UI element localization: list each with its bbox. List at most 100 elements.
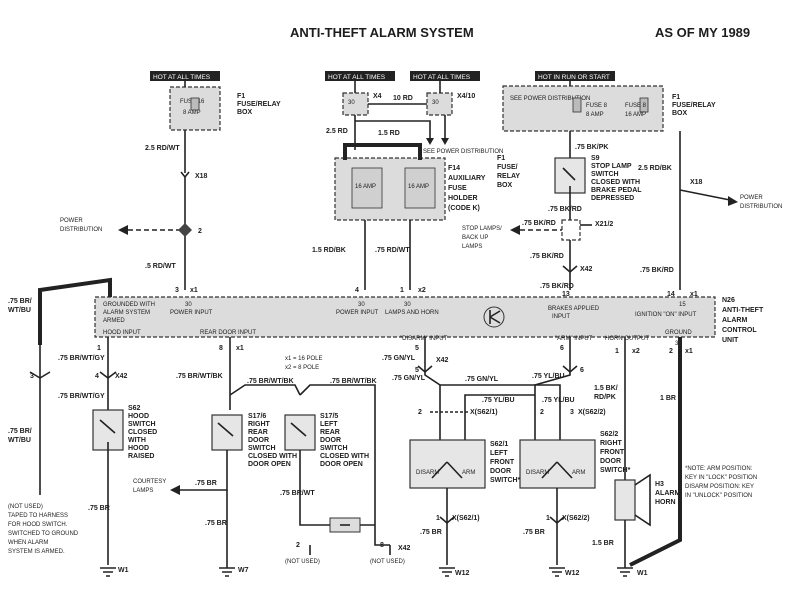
wire-label-.75bkpk: .75 BK/PK (575, 144, 608, 151)
x42-mark-brake (562, 265, 578, 274)
wire-lr-door-loop (299, 384, 390, 546)
lr-door-l5: CLOSED WITH (320, 453, 369, 460)
wire-label-brwt-a2: WT/BU (8, 307, 31, 314)
cu-ground-pin-2: 2 (669, 348, 673, 355)
lf-door-l3: DOOR (490, 468, 511, 475)
rr-door-l1: RIGHT (248, 421, 271, 428)
wire-label-br-hood: .75 BR (88, 505, 110, 512)
wire-hot-x4 (354, 81, 441, 93)
courtesy-2: LAMPS (133, 488, 153, 494)
rr-door-switch (211, 414, 243, 451)
wire-label-brwt-b: .75 BR/ (8, 428, 32, 435)
not-used-note-5: WHEN ALARM (8, 540, 48, 546)
power-dist-right-1: POWER (740, 195, 763, 201)
conn-x4: X4 (373, 93, 382, 100)
lf-door-switch (409, 439, 486, 489)
wire-label-ylbu-a: .75 YL/BU (532, 373, 565, 380)
wire-label-2.5rdbk: 2.5 RD/BK (638, 165, 672, 172)
conn-x42-c: X42 (398, 545, 411, 552)
fuse-16-box (169, 86, 221, 131)
hood-l4: WITH (128, 437, 146, 444)
conn-xs62-2-b: X(S62/2) (562, 515, 590, 522)
fuse-relay-label-left: FUSE/RELAY (237, 101, 281, 108)
wire-label-ylbu-c: .75 YL/BU (542, 397, 575, 404)
wire-label-brwt-a: .75 BR/ (8, 298, 32, 305)
box-label-aux: BOX (497, 182, 513, 189)
conn-xs62-1-b: X(S62/1) (452, 515, 480, 522)
rf-pin-2: 2 (540, 409, 544, 416)
ground-w12-left: W12 (455, 570, 470, 577)
rf-door-l1: RIGHT (600, 440, 623, 447)
wire-label-br-rf: .75 BR (523, 529, 545, 536)
fuse-8-label: FUSE 8 (586, 103, 608, 109)
rf-arm: ARM (572, 470, 585, 476)
pole-note-2: x2 = 8 POLE (285, 365, 319, 371)
rear-pin-8: 8 (219, 345, 223, 352)
splice-diamond (178, 223, 192, 237)
rf-pin-1: 1 (546, 515, 550, 522)
fuse-8-amp: 8 AMP (586, 112, 604, 118)
lr-door-l4: SWITCH (320, 445, 348, 452)
rr-door-l3: DOOR (248, 437, 269, 444)
wire-armed-ground (38, 277, 112, 345)
cu-brakes-applied: BRAKES APPLIED (548, 306, 600, 312)
hood-x42-pin-4: 4 (95, 373, 99, 380)
cu-transistor-legs (489, 310, 501, 324)
wire-label-1.5rdbk: 1.5 RD/BK (312, 247, 346, 254)
hood-l5: HOOD (128, 445, 149, 452)
hot-banner-3 (410, 71, 480, 81)
aux-label: AUXILIARY (448, 175, 486, 182)
cu-ignition-on: IGNITION "ON" INPUT (635, 312, 697, 318)
diagram-title: ANTI-THEFT ALARM SYSTEM (290, 25, 474, 40)
pin-1-top: 1 (400, 287, 404, 294)
stop-lamps-3: LAMPS (462, 244, 482, 250)
f1-label-right: F1 (672, 94, 680, 101)
rf-pin-3: 3 (570, 409, 574, 416)
note-line-3: DISARM POSITION: KEY (685, 484, 754, 490)
hot-banner-2 (325, 71, 395, 81)
fuse-relay-label-right: FUSE/RELAY (672, 102, 716, 109)
wire-label-.75rdwt: .75 RD/WT (375, 247, 410, 254)
rr-door-contact (217, 422, 234, 437)
horn-pin-1: 1 (615, 348, 619, 355)
rf-door-l2: FRONT (600, 449, 625, 456)
hot-in-run-banner (535, 71, 615, 81)
wire-lr-down (299, 450, 320, 526)
conn-x18-left: X18 (195, 173, 208, 180)
conn-xs62-2-a: X(S62/2) (578, 409, 606, 416)
ground-w12-right: W12 (565, 570, 580, 577)
cu-x1-a: x1 (190, 287, 198, 294)
wire-label-2.5rd: 2.5 RD (326, 128, 348, 135)
lr-pin-2: 2 (296, 542, 300, 549)
horn-l2: HORN (655, 499, 676, 506)
ground-w12-left-symbol (439, 567, 455, 577)
f1-label-aux: F1 (497, 155, 505, 162)
arrow-see-pd-1 (426, 138, 434, 145)
cu-line-1: ANTI-THEFT (722, 307, 764, 314)
terminal-x4-block (342, 92, 369, 116)
conn-xs62-1-a: X(S62/1) (470, 409, 498, 416)
right-box-see-pd: SEE POWER DISTRIBUTION (510, 96, 590, 102)
arm-x42-pin-6: 6 (580, 367, 584, 374)
box-label-left: BOX (237, 109, 253, 116)
wire-disarm-to-rf (440, 384, 561, 440)
wire-label-10rd: 10 RD (393, 95, 413, 102)
hood-pin-1: 1 (97, 345, 101, 352)
f14-label: F14 (448, 165, 460, 172)
wire-label-.5rdwt: .5 RD/WT (145, 263, 176, 270)
s9-line-3: CLOSED WITH (591, 179, 640, 186)
wire-label-bkrd-4: .75 BK/RD (540, 283, 574, 290)
conn-x4-10: X4/10 (457, 93, 475, 100)
not-used-a: (NOT USED) (285, 559, 320, 565)
hot-banner-1 (150, 71, 220, 81)
lf-door-id: S62/1 (490, 441, 508, 448)
lr-pin-8: 8 (380, 542, 384, 549)
courtesy-1: COURTESY (133, 479, 166, 485)
arrow-see-pd-2 (441, 138, 449, 145)
wire-label-brwtbk-a: .75 BR/WT/BK (176, 373, 223, 380)
wire-disarm (424, 337, 441, 440)
ground-w1-left: W1 (118, 567, 129, 574)
wire-label-br-rr: .75 BR (205, 520, 227, 527)
stop-lamp-contact (562, 167, 576, 193)
